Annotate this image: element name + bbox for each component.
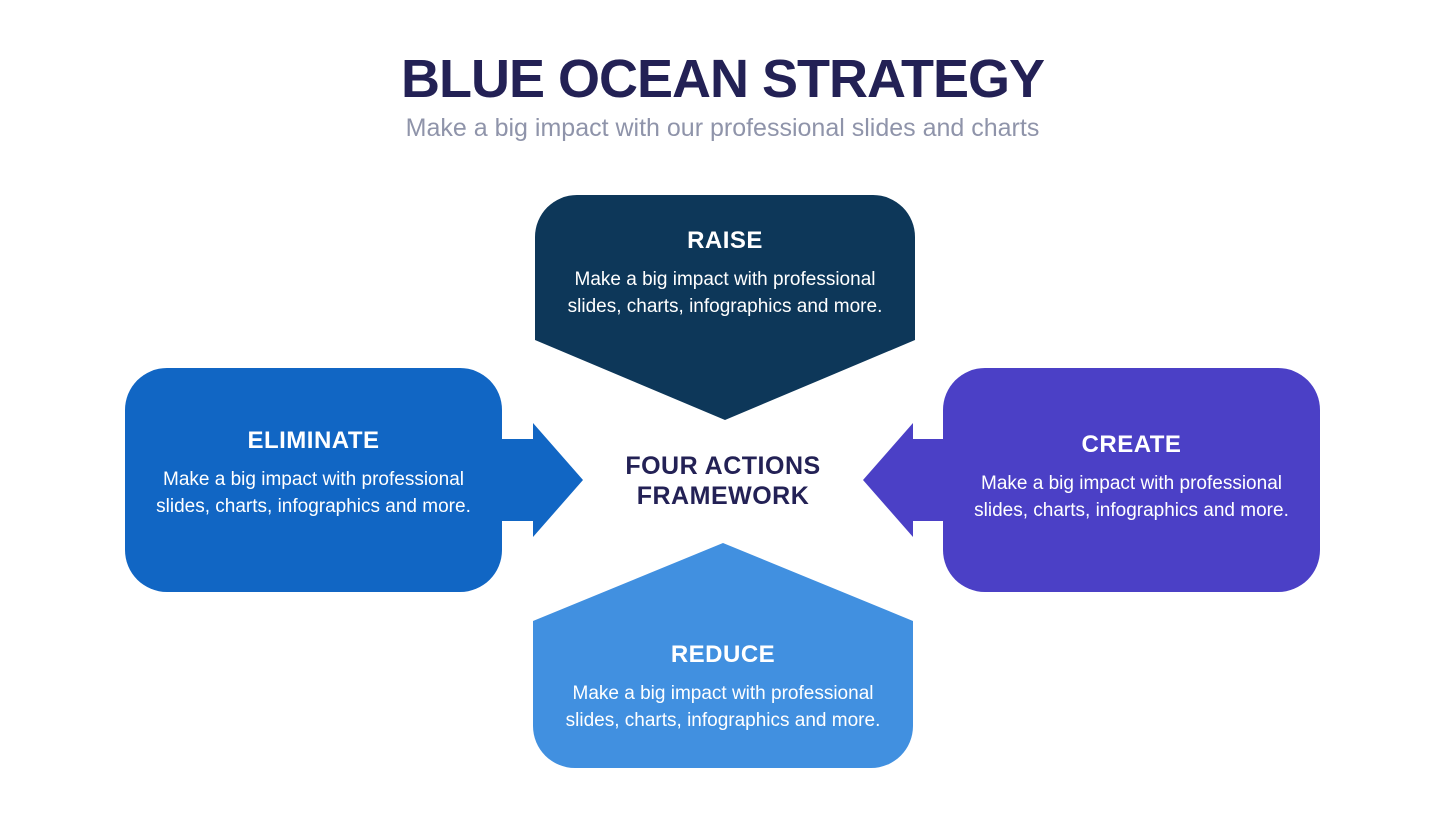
center-framework-line2: FRAMEWORK (636, 482, 810, 510)
eliminate-section: ELIMINATE Make a big impact with profess… (125, 427, 502, 520)
create-section: CREATE Make a big impact with profession… (943, 431, 1320, 524)
raise-section: RAISE Make a big impact with professiona… (535, 227, 915, 320)
eliminate-box-right-arrow-shape (125, 368, 583, 592)
page-title: BLUE OCEAN STRATEGY (400, 49, 1045, 109)
create-description: Make a big impact with professional slid… (974, 473, 1289, 521)
page-subtitle: Make a big impact with our professional … (405, 114, 1040, 142)
create-title: CREATE (1081, 431, 1182, 458)
center-framework-label: FOUR ACTIONS FRAMEWORK (548, 451, 898, 511)
eliminate-title: ELIMINATE (247, 427, 380, 454)
reduce-title: REDUCE (670, 641, 776, 668)
eliminate-description: Make a big impact with professional slid… (156, 469, 471, 517)
reduce-box-up-arrow-shape (533, 543, 913, 768)
reduce-section: REDUCE Make a big impact with profession… (533, 641, 913, 734)
center-framework-line1: FOUR ACTIONS (625, 452, 821, 480)
raise-box-down-arrow-shape (535, 195, 915, 420)
create-box-left-arrow-shape (863, 368, 1320, 592)
reduce-description: Make a big impact with professional slid… (565, 683, 881, 731)
raise-title: RAISE (687, 227, 763, 254)
raise-description: Make a big impact with professional slid… (567, 269, 883, 317)
